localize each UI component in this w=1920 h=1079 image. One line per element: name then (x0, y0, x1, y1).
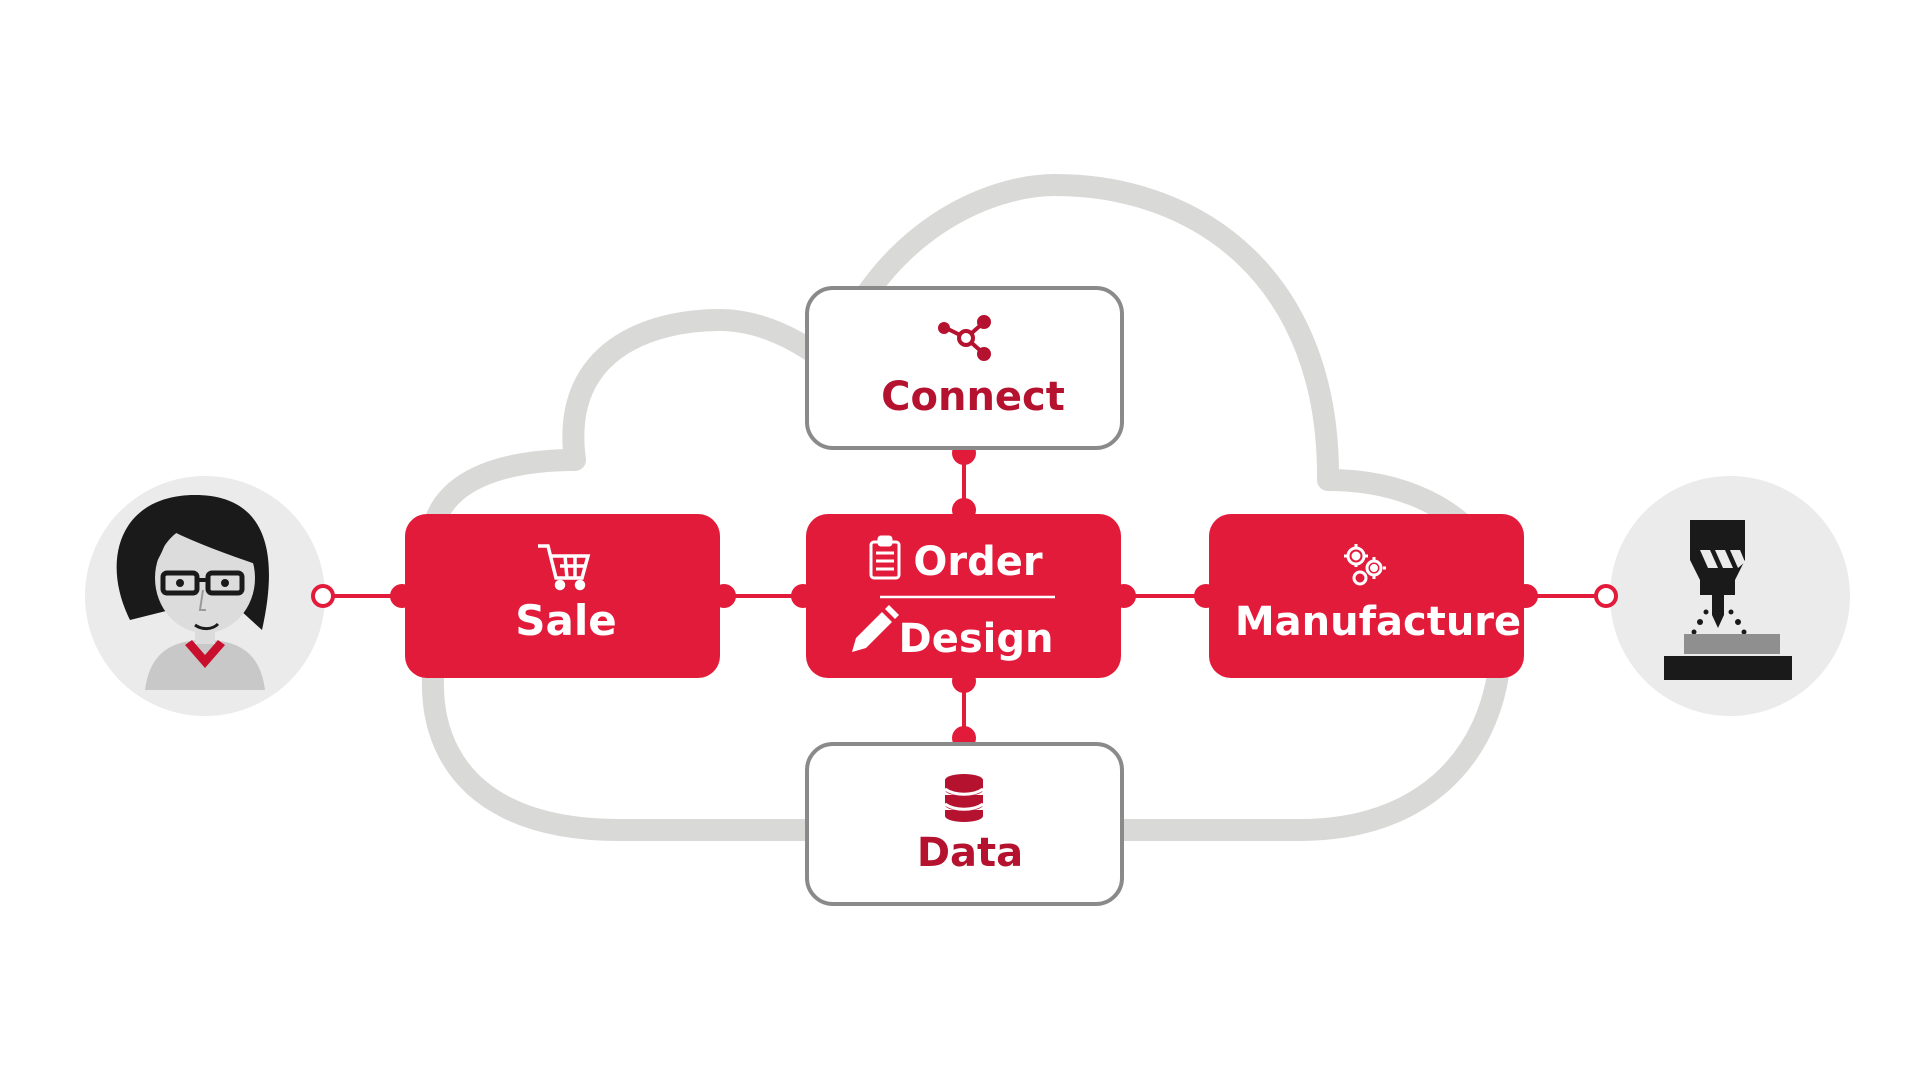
manufacture-label: Manufacture (1235, 599, 1521, 645)
design-label: Design (899, 616, 1054, 662)
milling-machine-icon (1664, 520, 1792, 680)
order-design-box[interactable]: Order Design (806, 514, 1121, 678)
machine-endpoint (1610, 476, 1850, 716)
sale-box[interactable]: Sale (405, 514, 720, 678)
data-label: Data (917, 830, 1023, 876)
connect-label: Connect (881, 374, 1065, 420)
customer-endpoint (85, 476, 325, 716)
data-box[interactable]: Data (805, 742, 1124, 906)
sale-label: Sale (515, 596, 616, 645)
pencil-icon (852, 605, 899, 652)
gears-icon (1344, 544, 1386, 586)
shopping-cart-icon (538, 544, 591, 591)
customer-avatar-icon (116, 495, 269, 690)
clipboard-icon (869, 535, 901, 580)
connect-box[interactable]: Connect (805, 286, 1124, 450)
manufacture-box[interactable]: Manufacture (1209, 514, 1524, 678)
order-label: Order (913, 539, 1042, 585)
database-icon (944, 774, 984, 822)
share-network-icon (938, 315, 991, 361)
